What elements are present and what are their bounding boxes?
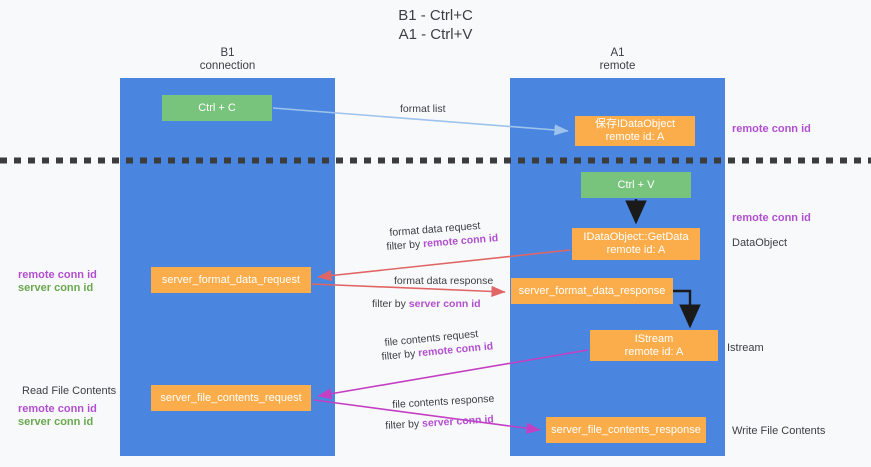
page-title: B1 - Ctrl+C A1 - Ctrl+V: [398, 7, 473, 43]
annotation-left-server-conn-id-2: server conn id: [18, 416, 94, 428]
annotation-left-remote-conn-id-2: remote conn id: [18, 403, 97, 415]
node-server-format-data-request-label: server_format_data_request: [161, 273, 301, 286]
edge-format-data-request: [317, 249, 571, 282]
node-server-file-contents-request-label: server_file_contents_request: [160, 391, 302, 404]
annotation-istream: Istream: [727, 342, 764, 354]
node-istream[interactable]: IStream remote id: A: [590, 330, 718, 361]
node-server-format-data-request[interactable]: server_format_data_request: [151, 267, 311, 293]
annotation-left-remote-conn-id-1: remote conn id: [18, 269, 97, 281]
edge-label-format-list: format list: [400, 103, 446, 115]
node-istream-label: IStream remote id: A: [624, 332, 684, 358]
edge-format-list: [272, 107, 569, 136]
node-server-format-data-response[interactable]: server_format_data_response: [511, 278, 673, 304]
phase-divider: [0, 157, 871, 164]
edge-label-filter-by-server-conn-id-1: filter by server conn id: [372, 298, 481, 310]
node-ctrl-v[interactable]: Ctrl + V: [581, 172, 691, 198]
annotation-left-server-conn-id-1: server conn id: [18, 282, 94, 294]
node-server-file-contents-response[interactable]: server_file_contents_response: [546, 417, 706, 443]
node-ctrl-v-label: Ctrl + V: [617, 178, 655, 191]
annotation-remote-conn-id-top: remote conn id: [732, 123, 811, 135]
edge-format-data-response: [311, 283, 506, 298]
node-ctrl-c-label: Ctrl + C: [198, 101, 236, 114]
node-server-file-contents-request[interactable]: server_file_contents_request: [151, 385, 311, 411]
edge-file-contents-request: [317, 349, 589, 400]
node-ctrl-c[interactable]: Ctrl + C: [162, 95, 272, 121]
annotation-remote-conn-id-mid: remote conn id: [732, 212, 811, 224]
edge-file-contents-response: [313, 399, 541, 434]
edge-label-format-data-response: format data response: [394, 275, 494, 287]
annotation-write-file-contents: Write File Contents: [732, 425, 826, 437]
column-header-a1: A1 remote: [599, 47, 636, 72]
node-idataobject-getdata[interactable]: IDataObject::GetData remote id: A: [572, 228, 700, 260]
node-save-idataobject[interactable]: 保存IDataObject remote id: A: [575, 116, 695, 146]
column-header-b1: B1 connection: [199, 47, 256, 72]
annotation-dataobject: DataObject: [732, 237, 788, 249]
node-server-file-contents-response-label: server_file_contents_response: [551, 423, 701, 436]
node-save-idataobject-label: 保存IDataObject remote id: A: [594, 118, 676, 143]
edge-response-to-istream: [672, 289, 701, 329]
node-server-format-data-response-label: server_format_data_response: [518, 284, 666, 297]
node-idataobject-getdata-label: IDataObject::GetData remote id: A: [583, 231, 689, 256]
annotation-read-file-contents: Read File Contents: [22, 385, 117, 397]
